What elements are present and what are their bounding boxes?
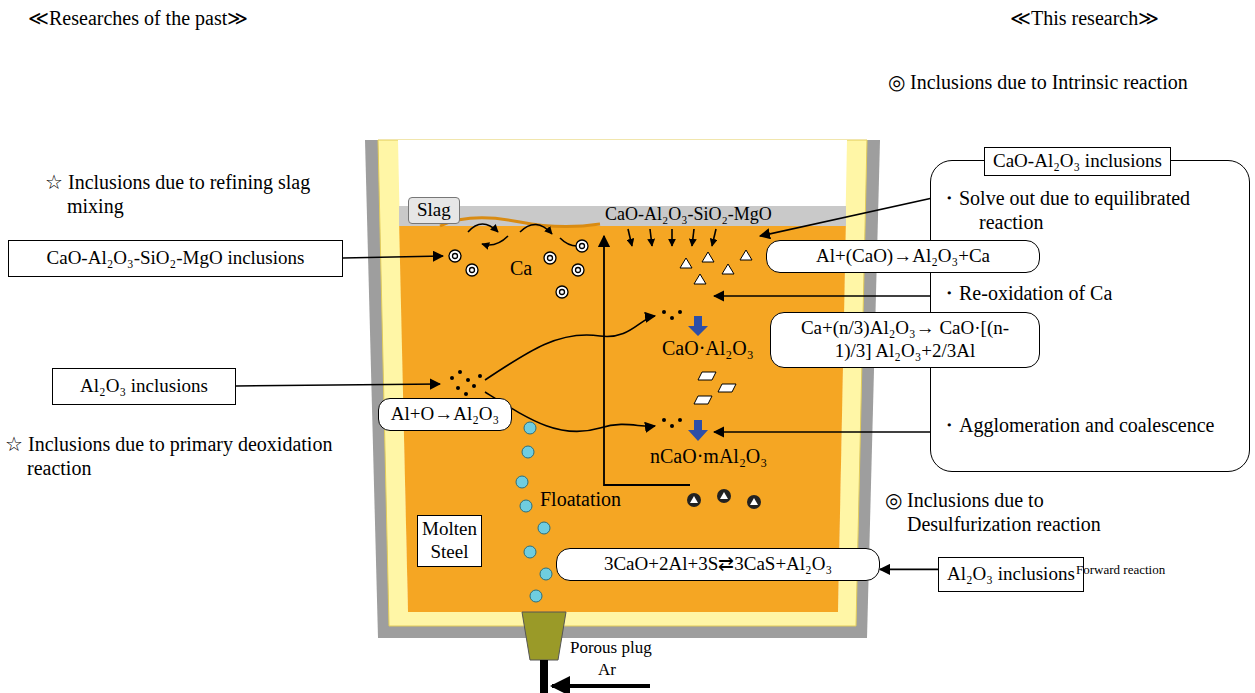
section-heading: ≪This research≫ <box>1010 6 1159 30</box>
box-text: Molten Steel <box>422 518 477 564</box>
slag-box: Slag <box>408 197 460 224</box>
agglomerate-particle <box>687 489 761 509</box>
note-label: Forward reaction <box>1076 562 1166 578</box>
box-text: ・Re-oxidation of Ca <box>939 281 1239 305</box>
category-label: ☆ Inclusions due to refining slag mixing <box>45 170 345 218</box>
steel-box: Molten Steel <box>417 515 482 567</box>
box-text: ・Solve out due to equilibrated reaction <box>939 186 1239 234</box>
inclusion-box: CaO-Al₂O₃ inclusions <box>984 147 1171 176</box>
box-text: Al₂O₃ inclusions <box>947 563 1075 586</box>
species-label: nCaO·mAl₂O₃ <box>650 444 767 468</box>
box-text: CaO-Al₂O₃ inclusions <box>993 150 1162 173</box>
gas-pipe <box>540 660 548 693</box>
box-text: Ca+(n/3)Al₂O₃→ CaO·[(n-1)/3] Al₂O₃+2/3Al <box>781 317 1029 363</box>
porous-plug <box>522 612 566 660</box>
category-label: ◎ Inclusions due to Intrinsic reaction <box>888 70 1218 94</box>
reaction-box: 3CaO+2Al+3S⇄3CaS+Al₂O₃ <box>556 548 880 581</box>
slag-circulation <box>468 224 586 246</box>
box-text: Al+(CaO)→Al₂O₃+Ca <box>777 245 1029 268</box>
inclusion-box: Al₂O₃ inclusions <box>938 557 1084 592</box>
box-text: 3CaO+2Al+3S⇄3CaS+Al₂O₃ <box>567 553 869 576</box>
box-text: Al+O→Al₂O₃ <box>387 403 503 426</box>
reaction-box: Al+O→Al₂O₃ <box>378 398 512 431</box>
species-label: Ca <box>510 256 532 280</box>
box-text: Al₂O₃ inclusions <box>63 375 225 398</box>
leader-line <box>236 384 440 386</box>
box-text: ・Agglomeration and coalescence <box>939 413 1239 437</box>
category-label: ☆ Inclusions due to primary deoxidation … <box>5 432 335 480</box>
flow-label: Floatation <box>540 487 621 511</box>
part-label: Porous plug <box>570 638 652 658</box>
ca-particle <box>680 250 752 284</box>
calcium-aluminate-particle <box>694 372 736 404</box>
gas-label: Ar <box>598 660 616 680</box>
category-label: ◎ Inclusions due to Desulfurization reac… <box>885 488 1155 536</box>
argon-arrow <box>552 684 650 688</box>
slag-eye <box>440 218 600 227</box>
reaction-box: Al+(CaO)→Al₂O₃+Ca <box>766 240 1040 273</box>
inclusion-box: Al₂O₃ inclusions <box>52 368 236 405</box>
inclusion-box: CaO-Al₂O₃-SiO₂-MgO inclusions <box>8 240 343 277</box>
slag-inclusion <box>449 240 588 298</box>
leader-line <box>343 256 443 258</box>
slag-composition: CaO-Al₂O₃-SiO₂-MgO <box>605 204 772 226</box>
reaction-box: Ca+(n/3)Al₂O₃→ CaO·[(n-1)/3] Al₂O₃+2/3Al <box>770 312 1040 368</box>
box-text: CaO-Al₂O₃-SiO₂-MgO inclusions <box>19 247 332 270</box>
ladle-shell <box>365 140 880 638</box>
ca-dissolution-arrow <box>628 229 716 246</box>
species-label: CaO·Al₂O₃ <box>662 336 754 360</box>
box-text: Slag <box>417 199 451 222</box>
section-heading: ≪Researches of the past≫ <box>28 6 248 30</box>
connector-arrow <box>880 569 938 571</box>
argon-bubble <box>516 422 552 602</box>
ladle-interior <box>398 140 847 612</box>
